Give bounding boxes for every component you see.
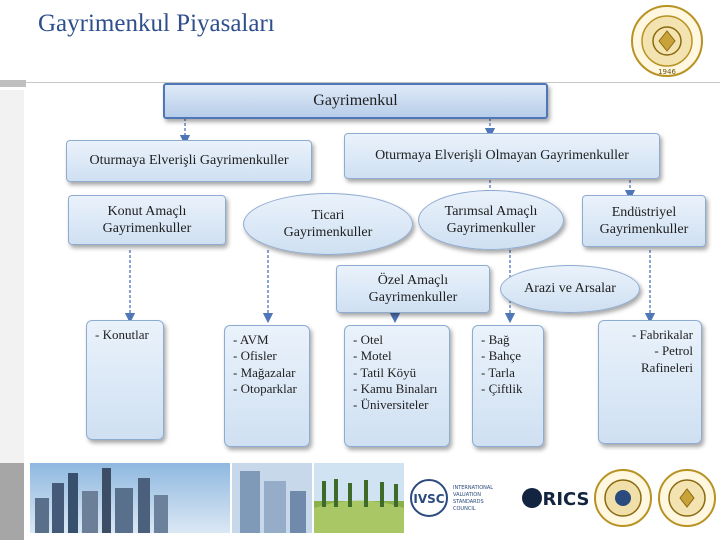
node-oturmaya-elverisli: Oturmaya Elverişli Gayrimenkuller [66, 140, 312, 182]
node-oturmaya-elverisli-olmayan: Oturmaya Elverişli Olmayan Gayrimenkulle… [344, 133, 660, 179]
svg-text:INTERNATIONAL: INTERNATIONAL [453, 485, 493, 491]
university-seal-bottom-logo [658, 469, 716, 527]
detail-ozel: - Otel - Motel - Tatil Köyü - Kamu Binal… [344, 325, 450, 447]
node-tarimsal: Tarımsal Amaçlı Gayrimenkuller [418, 190, 564, 250]
title-rule [26, 82, 720, 83]
faculty-seal-logo [594, 469, 652, 527]
node-ozel: Özel Amaçlı Gayrimenkuller [336, 265, 490, 313]
ivsc-logo: IVSC INTERNATIONAL VALUATION STANDARDS C… [405, 463, 515, 533]
title-rule-accent [0, 80, 26, 87]
node-endustriyel: Endüstriyel Gayrimenkuller [582, 195, 706, 247]
countryside-image [314, 463, 404, 533]
city-skyline-image [30, 463, 230, 533]
modern-buildings-image [232, 463, 312, 533]
ivsc-text: IVSC [413, 492, 444, 506]
node-ticari: Ticari Gayrimenkuller [243, 193, 413, 255]
detail-tarimsal: - Bağ - Bahçe - Tarla - Çiftlik [472, 325, 544, 447]
svg-text:COUNCIL: COUNCIL [453, 506, 476, 512]
svg-text:STANDARDS: STANDARDS [453, 499, 484, 505]
detail-endustriyel: - Fabrikalar - Petrol Rafineleri [598, 320, 702, 444]
detail-konutlar: - Konutlar [86, 320, 164, 440]
node-konut: Konut Amaçlı Gayrimenkuller [68, 195, 226, 245]
rics-logo: RICS [518, 463, 590, 533]
rics-text: RICS [542, 489, 589, 510]
left-stripe-dark [0, 463, 24, 540]
detail-ticari: - AVM - Ofisler - Mağazalar - Otoparklar [224, 325, 310, 447]
seal-year: 1946 [658, 68, 676, 76]
page-title: Gayrimenkul Piyasaları [38, 10, 275, 37]
university-seal-logo: 1946 [631, 5, 703, 77]
node-arazi: Arazi ve Arsalar [500, 265, 640, 313]
svg-text:VALUATION: VALUATION [453, 492, 481, 498]
root-node: Gayrimenkul [163, 83, 548, 119]
